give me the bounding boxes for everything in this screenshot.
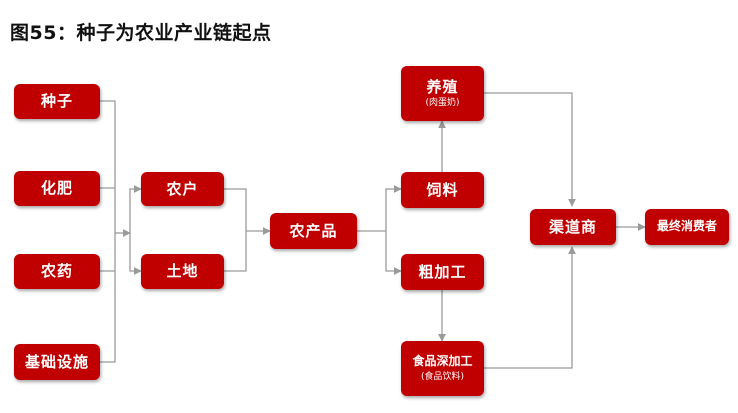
edge-farmer-land-bracket bbox=[224, 188, 247, 272]
edge-to-rough bbox=[385, 231, 402, 275]
node-agri-products-label: 农产品 bbox=[289, 221, 338, 240]
node-food-processing: 食品深加工 (食品饮料) bbox=[401, 341, 484, 396]
node-farmer: 农户 bbox=[141, 172, 224, 206]
node-fertilizer-label: 化肥 bbox=[40, 179, 73, 198]
edge-split-to-farmer bbox=[129, 185, 142, 233]
node-breeding-label: 养殖 bbox=[426, 77, 459, 96]
node-pesticide: 农药 bbox=[14, 254, 100, 289]
node-pesticide-label: 农药 bbox=[40, 262, 73, 281]
node-consumer-label: 最终消费者 bbox=[656, 219, 717, 234]
node-food-processing-label: 食品深加工 bbox=[412, 354, 473, 369]
edge-split-to-land bbox=[129, 233, 142, 275]
node-rough-processing-label: 粗加工 bbox=[418, 262, 467, 281]
node-land-label: 土地 bbox=[166, 262, 199, 281]
node-channel: 渠道商 bbox=[530, 209, 616, 245]
node-land: 土地 bbox=[141, 254, 224, 289]
page-title: 图55：种子为农业产业链起点 bbox=[10, 22, 272, 44]
node-breeding-sublabel: (肉蛋奶) bbox=[425, 98, 460, 109]
node-seed: 种子 bbox=[14, 84, 100, 119]
node-consumer: 最终消费者 bbox=[645, 209, 729, 245]
node-infrastructure-label: 基础设施 bbox=[24, 352, 89, 371]
node-feed-label: 饲料 bbox=[426, 180, 459, 199]
node-feed: 饲料 bbox=[401, 172, 484, 208]
node-fertilizer: 化肥 bbox=[14, 171, 100, 206]
node-food-processing-sublabel: (食品饮料) bbox=[420, 371, 465, 382]
edge-inputs-bracket bbox=[100, 100, 116, 363]
node-infrastructure: 基础设施 bbox=[14, 344, 100, 380]
node-farmer-label: 农户 bbox=[166, 179, 199, 198]
node-agri-products: 农产品 bbox=[270, 213, 357, 249]
edge-food-to-channel bbox=[484, 246, 576, 369]
edge-breeding-to-channel bbox=[484, 92, 576, 207]
edge-to-feed bbox=[385, 185, 402, 231]
node-seed-label: 种子 bbox=[40, 92, 73, 111]
node-breeding: 养殖 (肉蛋奶) bbox=[401, 66, 484, 121]
node-channel-label: 渠道商 bbox=[548, 217, 597, 236]
node-rough-processing: 粗加工 bbox=[401, 254, 484, 290]
